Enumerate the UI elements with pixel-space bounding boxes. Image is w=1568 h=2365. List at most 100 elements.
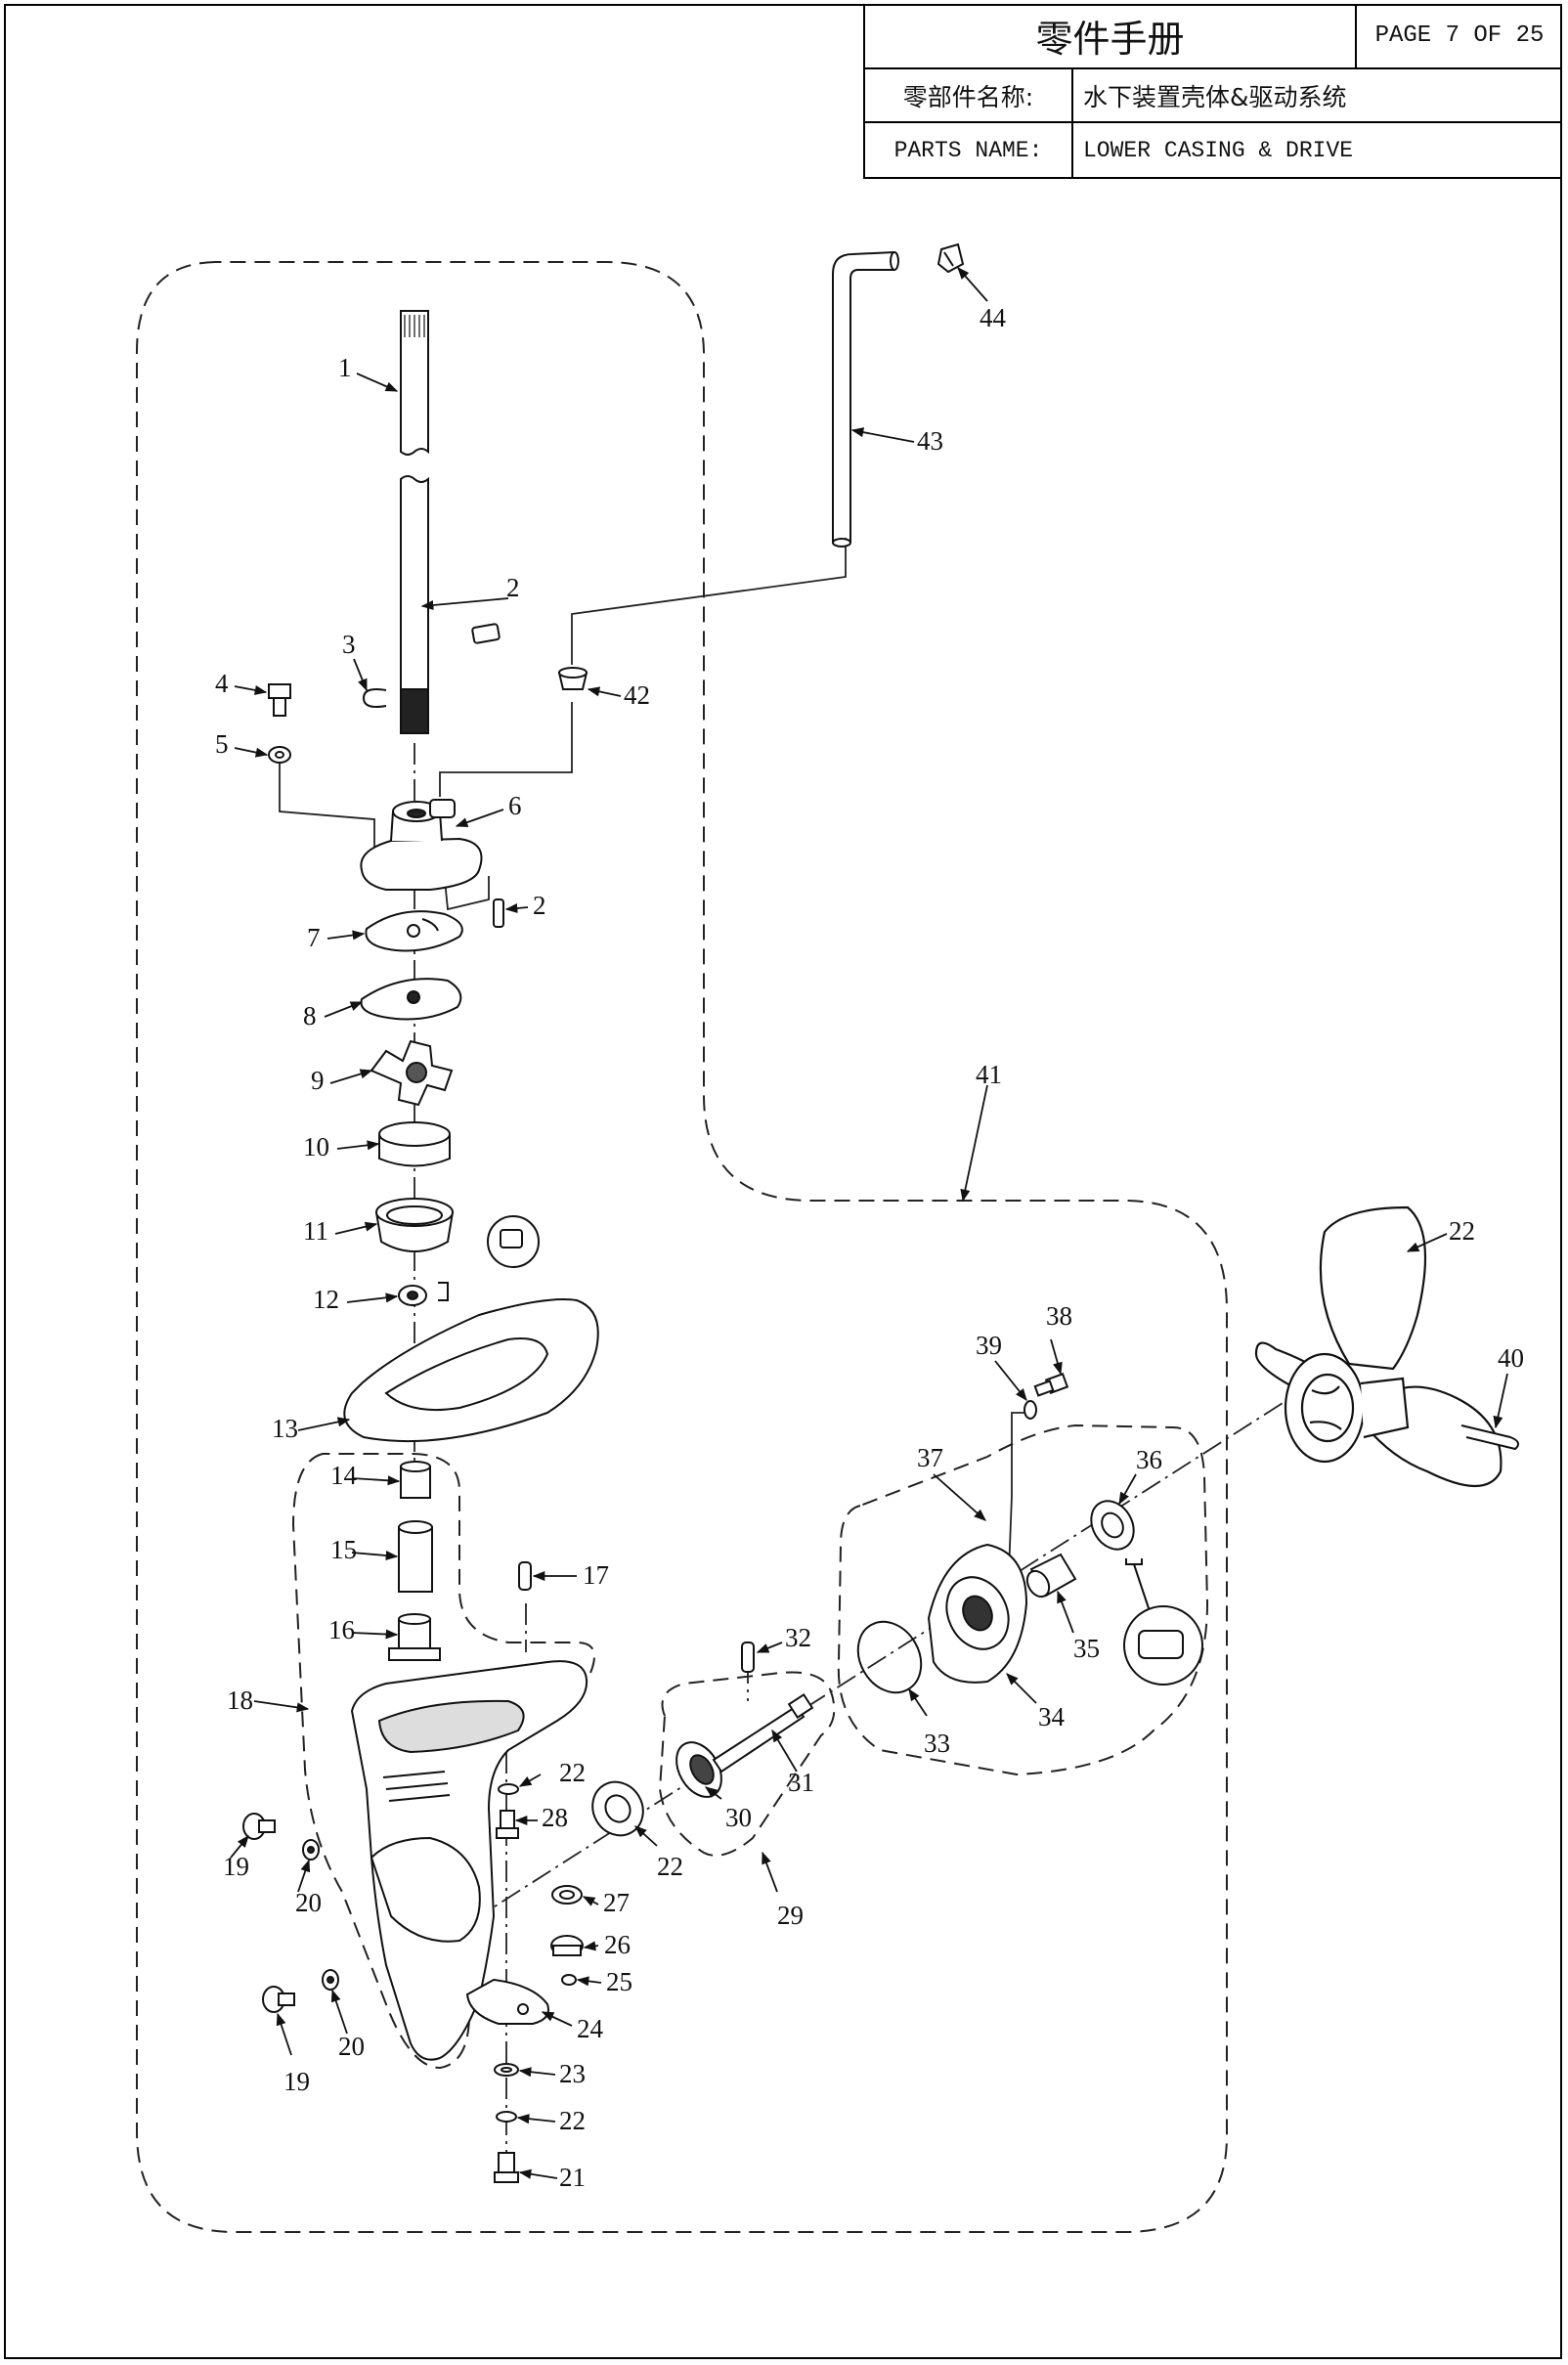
callout-2: 2 (533, 891, 546, 920)
circlip (362, 688, 387, 708)
leader-22-upper (994, 1360, 1027, 1401)
washer-20-lower (322, 1969, 339, 1991)
centerline-prop-shaft (410, 1397, 1291, 1961)
pump-housing (360, 799, 483, 891)
detail-bubble-seal-2 (1123, 1558, 1203, 1686)
nut-25 (561, 1974, 577, 1986)
leader-20a (297, 1859, 311, 1893)
callout-1: 1 (338, 353, 352, 382)
callout-19: 19 (283, 2067, 310, 2096)
callout-22: 22 (559, 1758, 586, 1787)
shim-27 (551, 1885, 583, 1905)
leader-40 (1406, 1233, 1448, 1252)
pin-17 (518, 1561, 532, 1591)
parts-name-value-cn-cell: 水下装置壳体&驱动系统 (1073, 69, 1562, 123)
callout-3: 3 (342, 630, 356, 659)
leader-26 (583, 1941, 599, 1951)
washer-22-lower (496, 2111, 517, 2123)
leader-10 (336, 1140, 380, 1151)
ball-bearing-29 (591, 1780, 644, 1837)
callout-43: 43 (917, 426, 943, 456)
insert-cup (375, 1198, 454, 1252)
callout-28: 28 (542, 1803, 568, 1832)
callout-33: 33 (924, 1729, 950, 1758)
callout-18: 18 (227, 1686, 253, 1715)
callout-22: 22 (1449, 1216, 1475, 1246)
impeller-liner (378, 1121, 451, 1167)
screw-28 (496, 1810, 519, 1839)
leader-20b (330, 1989, 348, 2035)
impeller (370, 1039, 454, 1107)
bushing-36 (1025, 1553, 1077, 1599)
leader-19a (230, 1835, 249, 1859)
bearing-housing-35 (927, 1543, 1028, 1684)
leader-38 (933, 1473, 986, 1521)
callout-13: 13 (272, 1414, 298, 1443)
manual-title: 零件手册 (1035, 18, 1185, 61)
callout-39: 39 (976, 1331, 1002, 1360)
oil-seal-12 (398, 1285, 427, 1306)
page-number: PAGE 7 OF 25 (1374, 22, 1545, 49)
callout-15: 15 (330, 1535, 357, 1564)
screw-19-upper (242, 1813, 276, 1840)
leader-23 (518, 2067, 556, 2078)
leader-32 (771, 1729, 798, 1773)
leader-37 (1118, 1473, 1137, 1506)
callout-5: 5 (215, 729, 229, 759)
callout-7: 7 (307, 923, 321, 952)
callout-27: 27 (603, 1888, 630, 1917)
leader-9 (329, 1069, 373, 1084)
leader-2b (504, 902, 529, 913)
callout-34: 34 (1038, 1702, 1066, 1731)
leader-18 (253, 1700, 310, 1713)
o-ring-34 (856, 1620, 923, 1694)
callout-10: 10 (303, 1132, 329, 1161)
leader-35 (1006, 1673, 1037, 1704)
callout-20: 20 (295, 1888, 322, 1917)
leader-44-to-43 (571, 538, 847, 665)
callout-16: 16 (328, 1615, 355, 1644)
leader-25 (576, 1976, 602, 1987)
leader-19b (276, 2012, 292, 2056)
leader-7 (327, 930, 366, 941)
bearing-37 (1090, 1500, 1135, 1551)
callout-20: 20 (338, 2032, 365, 2061)
callout-26: 26 (604, 1930, 631, 1959)
callout-8: 8 (303, 1001, 317, 1030)
callout-6: 6 (508, 791, 522, 820)
drain-screw-21 (494, 2152, 519, 2183)
leader-22-lower (516, 2114, 556, 2124)
parts-name-value-cn: 水下装置壳体&驱动系统 (1083, 82, 1347, 111)
leader-13 (297, 1417, 351, 1431)
leader-34 (908, 1687, 928, 1717)
bolt-4 (268, 683, 291, 717)
title-block: 零件手册 PAGE 7 OF 25 零部件名称: 水下装置壳体&驱动系统 PAR… (863, 4, 1562, 179)
washer-22-upper (1024, 1400, 1037, 1420)
bushing-14 (400, 1461, 431, 1499)
leader-16 (351, 1629, 399, 1640)
leader-1 (356, 372, 399, 392)
leader-27 (582, 1896, 599, 1906)
callout-32: 32 (785, 1623, 811, 1652)
leader-21 (518, 2168, 558, 2179)
callout-38: 38 (1046, 1301, 1072, 1331)
callout-9: 9 (311, 1066, 325, 1095)
callout-37: 37 (917, 1443, 943, 1472)
drawing-frame (4, 4, 1562, 2359)
leader-11 (334, 1221, 378, 1235)
callout-25: 25 (606, 1967, 632, 1996)
leader-41 (1493, 1373, 1508, 1429)
parts-name-label-en-cell: PARTS NAME: (865, 123, 1073, 177)
shaft-pin (471, 623, 501, 644)
bushing-15 (398, 1520, 433, 1593)
forward-gear-31 (675, 1741, 722, 1798)
cotter-pin-41 (1460, 1424, 1520, 1451)
anode-24 (465, 1978, 549, 2025)
leader-33 (756, 1642, 783, 1653)
detail-bubble-seal (438, 1215, 540, 1301)
leader-42 (960, 1084, 988, 1203)
lower-casing (350, 1660, 588, 2061)
propeller-shaft-32 (712, 1693, 814, 1774)
callout-19: 19 (223, 1852, 249, 1881)
